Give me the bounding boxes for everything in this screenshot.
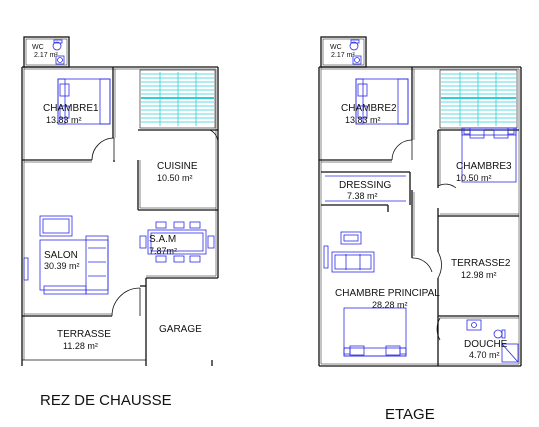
room-name-salon: SALON: [44, 250, 78, 261]
ground-floor-walls: [21, 36, 219, 366]
ground-floor-plan: WC 2.17 m² CHAMBRE1 13.83 m² CUISINE 10.…: [21, 36, 219, 409]
upper-floor-stairs: [439, 69, 518, 129]
ground-floor-stairs: [139, 69, 216, 129]
room-area-wc: 2.17 m²: [34, 52, 58, 59]
room-name-douche: DOUCHE: [464, 339, 508, 350]
upper-floor-furniture: [323, 39, 519, 363]
room-area-salon: 30.39 m²: [44, 261, 80, 271]
room-area-sam: 7.87m²: [149, 246, 177, 256]
upper-floor-labels: WC 2.17 m² CHAMBRE2 13.83 m² CHAMBRE3 10…: [330, 44, 512, 423]
ground-floor-labels: WC 2.17 m² CHAMBRE1 13.83 m² CUISINE 10.…: [32, 44, 202, 409]
room-name-terrasse2: TERRASSE2: [451, 258, 511, 269]
room-name-cuisine: CUISINE: [157, 161, 198, 172]
room-area-terrasse: 11.28 m²: [63, 341, 98, 351]
room-name-terrasse: TERRASSE: [57, 329, 111, 340]
room-name-dressing: DRESSING: [339, 180, 391, 191]
ground-floor-doors: [91, 129, 219, 317]
room-name-chambre3: CHAMBRE3: [456, 161, 512, 172]
room-area-chambre3: 10.50 m²: [456, 173, 492, 183]
upper-floor-walls: [318, 36, 522, 367]
room-area-chambre-principal: 28.28 m²: [372, 300, 408, 310]
room-area-dressing: 7.38 m²: [347, 191, 378, 201]
upper-floor-plan: WC 2.17 m² CHAMBRE2 13.83 m² CHAMBRE3 10…: [318, 36, 522, 423]
upper-floor-doors: [391, 139, 457, 341]
ground-floor-title: REZ DE CHAUSSE: [40, 392, 172, 409]
upper-floor-title: ETAGE: [385, 406, 435, 423]
room-name-wc-upper: WC: [330, 44, 342, 51]
ground-floor-furniture: [23, 39, 215, 295]
room-name-chambre1: CHAMBRE1: [43, 103, 99, 114]
room-area-chambre1: 13.83 m²: [46, 115, 82, 125]
room-name-chambre2: CHAMBRE2: [341, 103, 397, 114]
room-name-wc: WC: [32, 44, 44, 51]
room-name-garage: GARAGE: [159, 324, 202, 335]
room-name-sam: S.A.M: [149, 234, 176, 245]
room-area-terrasse2: 12.98 m²: [461, 270, 497, 280]
room-area-wc-upper: 2.17 m²: [331, 52, 355, 59]
room-area-douche: 4.70 m²: [469, 350, 500, 360]
room-area-cuisine: 10.50 m²: [157, 173, 193, 183]
room-area-chambre2: 13.83 m²: [345, 115, 381, 125]
room-name-chambre-principal: CHAMBRE PRINCIPAL: [335, 288, 440, 299]
